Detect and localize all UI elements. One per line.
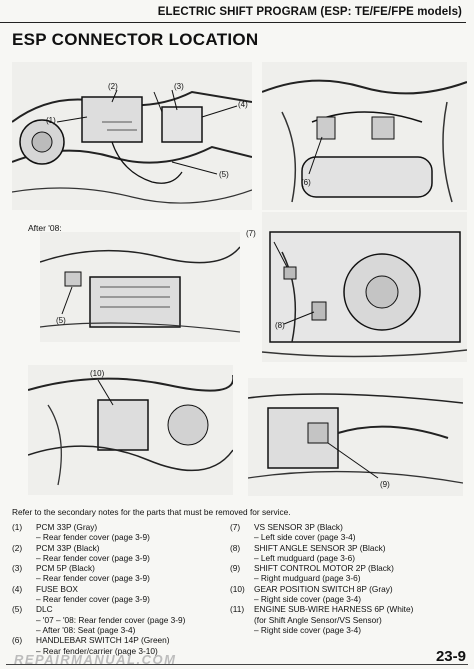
- callout-6: (6): [301, 178, 311, 187]
- page-header-title: ELECTRIC SHIFT PROGRAM (ESP: TE/FE/FPE m…: [157, 6, 462, 18]
- callout-3: (3): [174, 82, 184, 91]
- after-08-label: After '08:: [28, 223, 62, 233]
- callout-8: (8): [275, 321, 285, 330]
- section-title: ESP CONNECTOR LOCATION: [12, 30, 259, 49]
- legend-right: (7) VS SENSOR 3P (Black) – Left side cove…: [230, 522, 470, 635]
- legend-sub: – '07 – '08: Rear fender cover (page 3-9…: [36, 614, 186, 625]
- legend-num: (5): [12, 604, 23, 615]
- legend-name: GEAR POSITION SWITCH 8P (Gray): [254, 583, 393, 594]
- legend-name: PCM 33P (Gray): [36, 522, 98, 532]
- figure-handlebar: [262, 62, 467, 210]
- legend-num: (7): [230, 522, 241, 532]
- legend-name: PCM 5P (Black): [36, 563, 95, 574]
- figure-gear-position: [28, 365, 233, 495]
- legend-name: SHIFT CONTROL MOTOR 2P (Black): [254, 563, 394, 574]
- figure-dlc: [40, 232, 240, 342]
- figure-vs-sensor: [262, 212, 467, 362]
- legend-name: PCM 33P (Black): [36, 542, 100, 553]
- callout-4: (4): [238, 100, 248, 109]
- legend-sub: – Rear fender cover (page 3-9): [36, 552, 150, 563]
- legend-sub: – Left mudguard (page 3-6): [254, 552, 356, 563]
- legend-name: DLC: [36, 604, 53, 615]
- callout-10: (10): [90, 369, 105, 378]
- figure-pcm-area: [12, 62, 252, 210]
- legend-sub: – Rear fender/carrier (page 3-10): [36, 645, 158, 656]
- legend-left: (1) PCM 33P (Gray) – Rear fender cover (p…: [12, 522, 227, 656]
- legend-name: VS SENSOR 3P (Black): [254, 522, 343, 532]
- service-note: Refer to the secondary notes for the par…: [12, 507, 291, 517]
- callout-5b: (5): [56, 316, 66, 325]
- legend-num: (6): [12, 635, 23, 646]
- callout-1: (1): [46, 116, 56, 125]
- legend-num: (4): [12, 583, 23, 594]
- legend-num: (1): [12, 522, 23, 532]
- legend-name: HANDLEBAR SWITCH 14P (Green): [36, 635, 170, 646]
- footer-rule: [6, 664, 468, 665]
- legend-num: (3): [12, 563, 23, 574]
- legend-num: (11): [230, 604, 245, 615]
- legend-sub: – Rear fender cover (page 3-9): [36, 573, 150, 584]
- legend-sub: – Rear fender cover (page 3-9): [36, 594, 150, 605]
- legend-num: (9): [230, 563, 241, 574]
- legend-name: ENGINE SUB-WIRE HARNESS 6P (White): [254, 604, 414, 615]
- callout-2: (2): [108, 82, 118, 91]
- legend-num: (2): [12, 542, 23, 553]
- callout-9: (9): [380, 480, 390, 489]
- header-rule: [0, 22, 466, 23]
- legend-num: (10): [230, 583, 245, 594]
- legend-sub: – Right mudguard (page 3-6): [254, 573, 361, 584]
- legend-name: SHIFT ANGLE SENSOR 3P (Black): [254, 542, 386, 553]
- legend-sub: – After '08: Seat (page 3-4): [36, 624, 136, 635]
- legend-sub: (for Shift Angle Sensor/VS Sensor): [254, 614, 382, 625]
- callout-7: (7): [246, 229, 256, 238]
- legend-sub: – Right side cover (page 3-4): [254, 624, 361, 635]
- legend-sub: – Rear fender cover (page 3-9): [36, 532, 150, 543]
- legend-name: FUSE BOX: [36, 583, 78, 594]
- page-number: 23-9: [435, 648, 466, 665]
- legend-num: (8): [230, 542, 241, 553]
- legend-sub: – Left side cover (page 3-4): [254, 532, 356, 543]
- figure-shift-motor: [248, 378, 463, 496]
- callout-5a: (5): [219, 170, 229, 179]
- legend-sub: – Right side cover (page 3-4): [254, 594, 361, 605]
- watermark-logo: REPAIRMANUAL.COM: [14, 652, 177, 667]
